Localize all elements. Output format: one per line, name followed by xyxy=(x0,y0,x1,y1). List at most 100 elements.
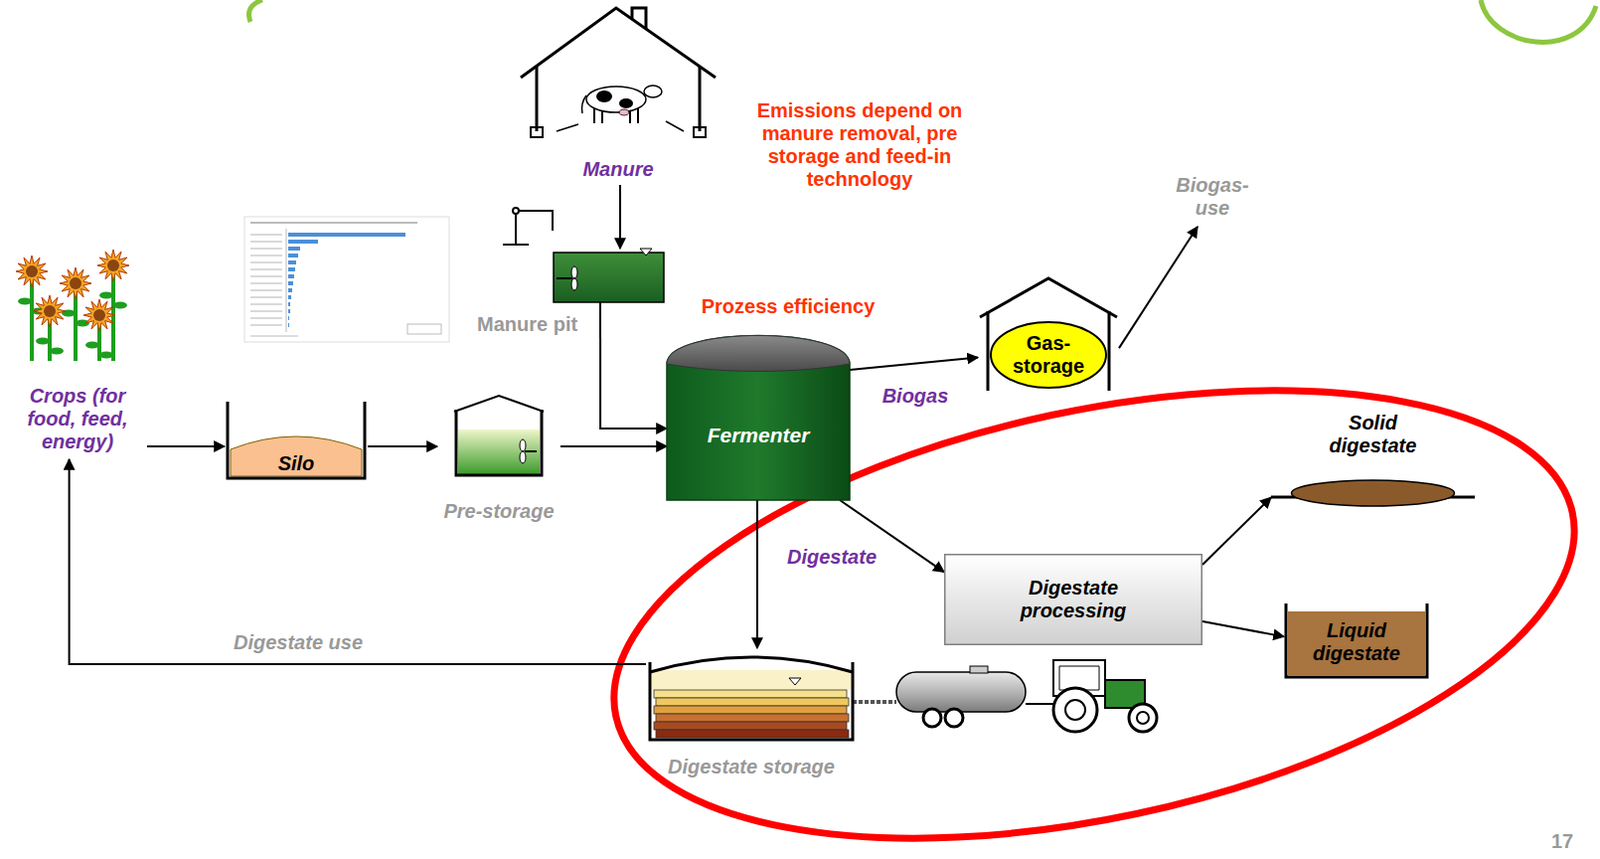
barn-node-shape-part-part-part xyxy=(643,85,662,98)
node-label: Fermenter xyxy=(707,423,810,448)
node-label: Biogas-use xyxy=(1167,173,1258,220)
node-label: Crops (for food, feed, energy) xyxy=(7,384,148,454)
chart-thumbnail-part xyxy=(250,323,283,326)
chart-thumbnail xyxy=(244,216,450,342)
barn-node-shape-part-part-part xyxy=(586,86,646,113)
note-text: Prozess efficiency xyxy=(701,295,876,319)
barn-node-shape-part-part xyxy=(632,7,646,29)
chart-thumbnail-part xyxy=(288,267,296,272)
edge-label: Digestate use xyxy=(230,631,366,654)
flow-arrow xyxy=(600,337,667,429)
manure-pit: Manure pit xyxy=(477,248,664,338)
crops-node-shape-part-part xyxy=(43,305,56,318)
chart-thumbnail-part xyxy=(250,228,299,336)
tractor-with-tanker xyxy=(852,659,1157,732)
barn-node-shape-part-part xyxy=(536,65,700,132)
barn-node-shape-part-part xyxy=(693,127,706,138)
barn-node-shape-part-part xyxy=(556,121,684,132)
pre-storage-tank-shape-part-part xyxy=(458,429,540,475)
chart-thumbnail-part xyxy=(250,254,283,257)
fermenter-tank-shape-part-part xyxy=(666,335,850,372)
crops-node-shape-part-part xyxy=(93,309,106,321)
crane xyxy=(502,207,553,245)
silo-tank-shape-part-part xyxy=(230,436,362,477)
note-text: Emissions depend on manure removal, pre … xyxy=(735,99,984,191)
gas-storage-shape-part-part xyxy=(987,311,1110,391)
barn-node-shape-part-part xyxy=(530,127,543,138)
node-label: Gas-storage xyxy=(1000,331,1097,378)
crops-node-shape-part-part xyxy=(113,302,128,310)
digestate-storage-tank-shape-part-part xyxy=(655,713,849,722)
barn-node-shape-part-part-part xyxy=(619,98,634,109)
crops-node-shape-part-part xyxy=(85,341,100,349)
tractor-with-tanker-part xyxy=(945,708,963,727)
flow-arrow xyxy=(619,184,622,249)
chart-thumbnail-part xyxy=(288,232,406,237)
digestate-storage-tank-shape-part-part xyxy=(653,705,847,714)
chart-thumbnail-part xyxy=(288,281,294,286)
digestate-storage-tank-shape-part-part xyxy=(655,729,849,738)
flow-arrow xyxy=(560,445,667,448)
barn-node-shape-part xyxy=(520,7,716,138)
liquid-digestate-tank: Liquid digestate xyxy=(1283,597,1430,679)
node-label: Digestate processing xyxy=(998,576,1148,623)
solid-digestate-shape-part xyxy=(1271,480,1475,506)
chart-thumbnail-part xyxy=(288,260,297,265)
process-box-shape-part xyxy=(945,554,1203,645)
chart-thumbnail-part xyxy=(250,221,418,224)
node-label: Solid digestate xyxy=(1313,411,1434,458)
chart-thumbnail-part xyxy=(288,274,295,279)
tractor-with-tanker-part xyxy=(1053,687,1098,732)
tractor-with-tanker-part xyxy=(969,665,988,673)
crane-part xyxy=(515,210,553,245)
pre-storage-tank: Pre-storage xyxy=(437,389,561,525)
chart-thumbnail-part xyxy=(288,253,299,258)
digestate-storage-tank-shape-part-part xyxy=(655,697,849,706)
solid-digestate: Solid digestate xyxy=(1271,411,1475,509)
crops-node-shape-part-part xyxy=(15,255,48,288)
node-label: Manure xyxy=(582,158,653,181)
chart-thumbnail-part xyxy=(250,317,283,320)
silo-tank-shape-part-part xyxy=(227,401,365,479)
chart-thumbnail-part xyxy=(250,247,283,250)
logo-arc xyxy=(249,0,1598,42)
flow-arrow xyxy=(849,357,978,370)
chart-thumbnail-part xyxy=(250,261,283,264)
edge-label: Biogas xyxy=(879,384,953,408)
crops-node-shape-part-part xyxy=(69,277,82,290)
crops-node-shape-part-part xyxy=(59,267,92,300)
process-box: Digestate processing xyxy=(944,553,1203,645)
gas-storage-shape-part-part xyxy=(990,321,1107,388)
chart-thumbnail-part xyxy=(250,310,283,313)
node-label: Pre-storage xyxy=(443,499,554,523)
manure-pit-shape-part-part xyxy=(640,248,652,256)
chart-thumbnail-part xyxy=(244,216,450,342)
highlight-ellipse xyxy=(573,313,1600,859)
silo-tank-shape-part xyxy=(227,401,365,479)
crops-node-shape-part-part xyxy=(83,299,116,331)
barn-node-shape-part-part xyxy=(582,85,663,124)
flow-arrow xyxy=(1119,226,1198,348)
node-label: Liquid digestate xyxy=(1296,619,1417,665)
edge-label: Digestate xyxy=(784,545,880,569)
crops-node-shape-part-part xyxy=(49,347,64,355)
barn-node-shape xyxy=(516,3,720,185)
pre-storage-tank-shape-part xyxy=(454,395,544,476)
node-label: Digestate storage xyxy=(667,755,835,779)
manure-pit-shape-part-part xyxy=(556,277,573,280)
chart-thumbnail-part xyxy=(288,295,292,300)
tractor-with-tanker-part xyxy=(923,708,942,727)
tractor-with-tanker-part xyxy=(1065,699,1086,720)
tractor-with-tanker-part xyxy=(896,671,1026,712)
chart-thumbnail-part xyxy=(250,303,283,306)
chart-thumbnail-part xyxy=(250,289,283,292)
chart-thumbnail-part xyxy=(250,268,283,271)
silo-tank: Silo xyxy=(224,395,368,481)
logo-arc-part xyxy=(249,0,264,22)
chart-thumbnail-part xyxy=(288,246,301,251)
digestate-storage-tank: Digestate storage xyxy=(645,647,857,781)
gas-storage-shape-part xyxy=(979,278,1118,391)
manure-pit-shape-part-part xyxy=(571,278,578,291)
process-box-shape-part-part xyxy=(945,554,1203,645)
